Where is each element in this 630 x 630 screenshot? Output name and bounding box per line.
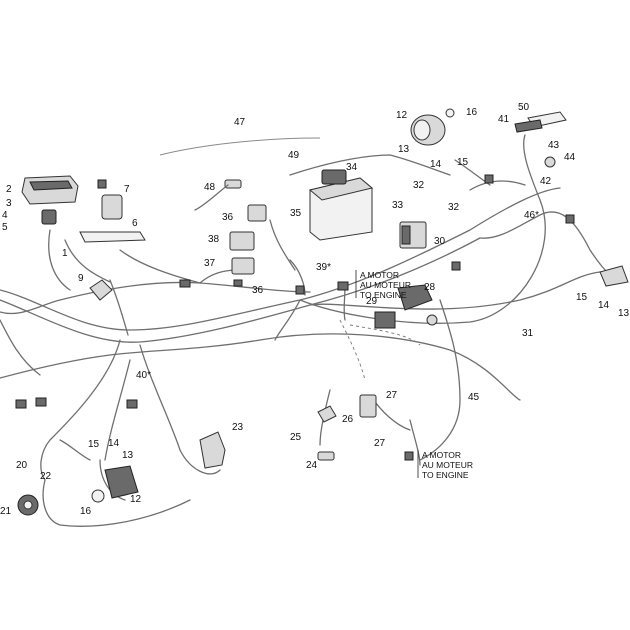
callout-37: 37 xyxy=(204,258,216,269)
callout-13-right: 13 xyxy=(618,308,630,319)
callout-34: 34 xyxy=(346,162,358,173)
callout-20: 20 xyxy=(16,460,28,471)
callout-38: 38 xyxy=(208,234,220,245)
relay-stack xyxy=(229,204,267,287)
ignition-coil xyxy=(317,394,377,461)
callout-48: 48 xyxy=(204,182,216,193)
starter-relay xyxy=(374,284,438,329)
engine-note-upper-line-3: TO ENGINE xyxy=(360,290,407,300)
callout-15-rear: 15 xyxy=(88,439,100,450)
callout-32-a: 32 xyxy=(413,180,425,191)
ignition-switch xyxy=(79,179,146,243)
callout-47: 47 xyxy=(234,117,246,128)
callout-46: 46* xyxy=(524,210,539,221)
callout-39: 39* xyxy=(316,262,331,273)
callout-22: 22 xyxy=(40,471,52,482)
callout-49: 49 xyxy=(288,150,300,161)
callout-42: 42 xyxy=(540,176,552,187)
engine-note-lower-line-2: AU MOTEUR xyxy=(422,460,473,470)
callout-25: 25 xyxy=(290,432,302,443)
callout-36-top: 36 xyxy=(222,212,234,223)
callout-16-rear: 16 xyxy=(80,506,92,517)
callout-14-right: 14 xyxy=(598,300,610,311)
battery xyxy=(308,169,374,241)
callout-32-b: 32 xyxy=(448,202,460,213)
rear-indicator-right xyxy=(599,265,629,287)
callout-36-bottom: 36 xyxy=(252,285,264,296)
callout-33: 33 xyxy=(392,200,404,211)
callout-13-top: 13 xyxy=(398,144,410,155)
callout-41: 41 xyxy=(498,114,510,125)
engine-note-upper-line-2: AU MOTEUR xyxy=(360,280,411,290)
main-harness xyxy=(0,134,611,527)
rear-switch xyxy=(199,431,226,469)
callout-27-a: 27 xyxy=(386,390,398,401)
front-indicator xyxy=(514,111,567,168)
callout-2: 2 xyxy=(6,184,12,195)
callout-40: 40* xyxy=(136,370,151,381)
callout-45: 45 xyxy=(468,392,480,403)
engine-note-upper: A MOTOR AU MOTEUR TO ENGINE xyxy=(355,270,411,300)
callout-15-right: 15 xyxy=(576,292,588,303)
callout-4: 4 xyxy=(2,210,8,221)
headlight xyxy=(410,108,455,146)
regulator xyxy=(399,221,427,249)
engine-note-upper-line-1: A MOTOR xyxy=(360,270,399,280)
callout-23: 23 xyxy=(232,422,244,433)
instrument-cluster xyxy=(21,175,79,225)
callout-14-top: 14 xyxy=(430,159,442,170)
callout-12-headlight: 12 xyxy=(396,110,408,121)
callout-1: 1 xyxy=(62,248,68,259)
callout-31: 31 xyxy=(522,328,534,339)
callout-6: 6 xyxy=(132,218,138,229)
callout-21: 21 xyxy=(0,506,12,517)
connectors xyxy=(15,174,575,461)
flasher-relay xyxy=(17,494,39,516)
callout-7: 7 xyxy=(124,184,130,195)
callout-3: 3 xyxy=(6,198,12,209)
callout-43: 43 xyxy=(548,140,560,151)
taillight xyxy=(91,465,139,503)
callout-16-bulb: 16 xyxy=(466,107,478,118)
callout-28: 28 xyxy=(424,282,436,293)
engine-note-lower: A MOTOR AU MOTEUR TO ENGINE xyxy=(417,450,473,480)
callout-26: 26 xyxy=(342,414,354,425)
callout-24: 24 xyxy=(306,460,318,471)
callout-44: 44 xyxy=(564,152,576,163)
callout-13-rear: 13 xyxy=(122,450,134,461)
engine-note-lower-line-3: TO ENGINE xyxy=(422,470,469,480)
callout-12-rear: 12 xyxy=(130,494,142,505)
callout-27-b: 27 xyxy=(374,438,386,449)
fuse-holder xyxy=(194,179,242,211)
callout-30: 30 xyxy=(434,236,446,247)
callout-5: 5 xyxy=(2,222,8,233)
engine-note-lower-line-1: A MOTOR xyxy=(422,450,461,460)
relay-9 xyxy=(89,279,113,301)
callout-labels: 47 12 16 50 41 13 14 15 43 44 42 49 34 4… xyxy=(0,102,630,517)
callout-35: 35 xyxy=(290,208,302,219)
callout-14-rear: 14 xyxy=(108,438,120,449)
callout-29: 29 xyxy=(366,296,378,307)
callout-50: 50 xyxy=(518,102,530,113)
callout-15-top: 15 xyxy=(457,157,469,168)
callout-9: 9 xyxy=(78,273,84,284)
